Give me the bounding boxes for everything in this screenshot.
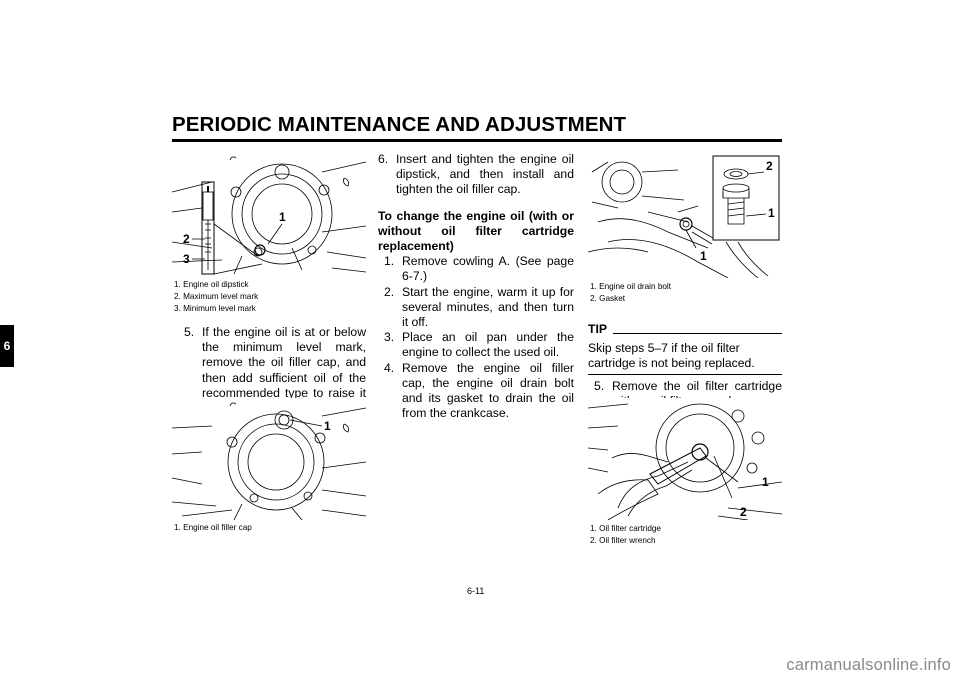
step-number: 5. [594,378,605,393]
step-item: 3. Place an oil pan under the engine to … [384,330,574,360]
callout-1: 1 [324,419,331,433]
caption-line: 1. Engine oil drain bolt [590,282,672,291]
caption-line: 2. Gasket [590,293,626,303]
figure-oil-filter-wrench: 1 2 [587,398,783,521]
callout-2: 2 [183,232,190,246]
figure2-captions: 1. Engine oil filler cap [174,522,364,534]
figure4-captions: 1. Oil filter cartridge 2. Oil filter wr… [590,523,780,547]
figure-engine-oil-dipstick: 1 2 3 [171,152,367,276]
callout-2: 2 [766,159,773,173]
figure1-captions: 1. Engine oil dipstick 2. Maximum level … [174,279,364,314]
tip-rule [612,333,782,335]
caption-line: 1. Oil filter cartridge [590,524,661,533]
callout-1: 1 [279,210,286,224]
step-item: 4. Remove the engine oil filler cap, the… [384,361,574,422]
step-text: Insert and tighten the engine oil dipsti… [396,152,574,197]
page-number: 6-11 [467,586,485,596]
caption-line: 3. Minimum level mark [174,303,256,313]
tip-label: TIP [588,322,607,336]
caption-line: 1. Engine oil dipstick [174,280,249,289]
figure-engine-oil-filler-cap: 1 [171,398,367,521]
step-text: Remove cowling A. (See page 6-7.) [402,254,574,284]
caption-line: 1. Engine oil filler cap [174,523,252,532]
step-item: 6. Insert and tighten the engine oil dip… [378,152,574,198]
step-number: 4. [384,360,395,375]
step-text: Place an oil pan under the engine to col… [402,330,574,360]
tip-heading: TIP [588,322,782,337]
column-2-text: 6. Insert and tighten the engine oil dip… [378,152,574,421]
callout-3: 3 [183,252,190,266]
caption-line: 2. Maximum level mark [174,291,259,301]
chapter-tab: 6 [0,325,14,367]
watermark-text: carmanualsonline.info [786,656,951,674]
callout-2: 2 [740,505,747,519]
figure-engine-oil-drain-bolt: 2 1 1 [587,152,782,279]
page-title: PERIODIC MAINTENANCE AND ADJUSTMENT [172,113,627,136]
step-number: 5. [184,325,195,339]
tip-box: TIP Skip steps 5–7 if the oil filter car… [588,322,782,409]
step-number: 3. [384,330,395,345]
callout-1: 1 [762,475,769,489]
step-text: Remove the engine oil filler cap, the en… [402,360,574,421]
step-number: 6. [378,152,389,166]
caption-line: 2. Oil filter wrench [590,535,656,545]
callout-1: 1 [768,206,775,220]
step-text: Start the engine, warm it up for several… [402,284,574,330]
step-number: 1. [384,254,395,269]
section-subheading: To change the engine oil (with or withou… [378,208,574,254]
figure3-captions: 1. Engine oil drain bolt 2. Gasket [590,281,780,305]
step-number: 2. [384,284,395,299]
title-rule [172,139,782,142]
step-item: 2. Start the engine, warm it up for seve… [384,285,574,331]
tip-text: Skip steps 5–7 if the oil filter cartrid… [588,341,782,375]
callout-1: 1 [700,249,707,263]
step-item: 1. Remove cowling A. (See page 6-7.) [384,254,574,284]
